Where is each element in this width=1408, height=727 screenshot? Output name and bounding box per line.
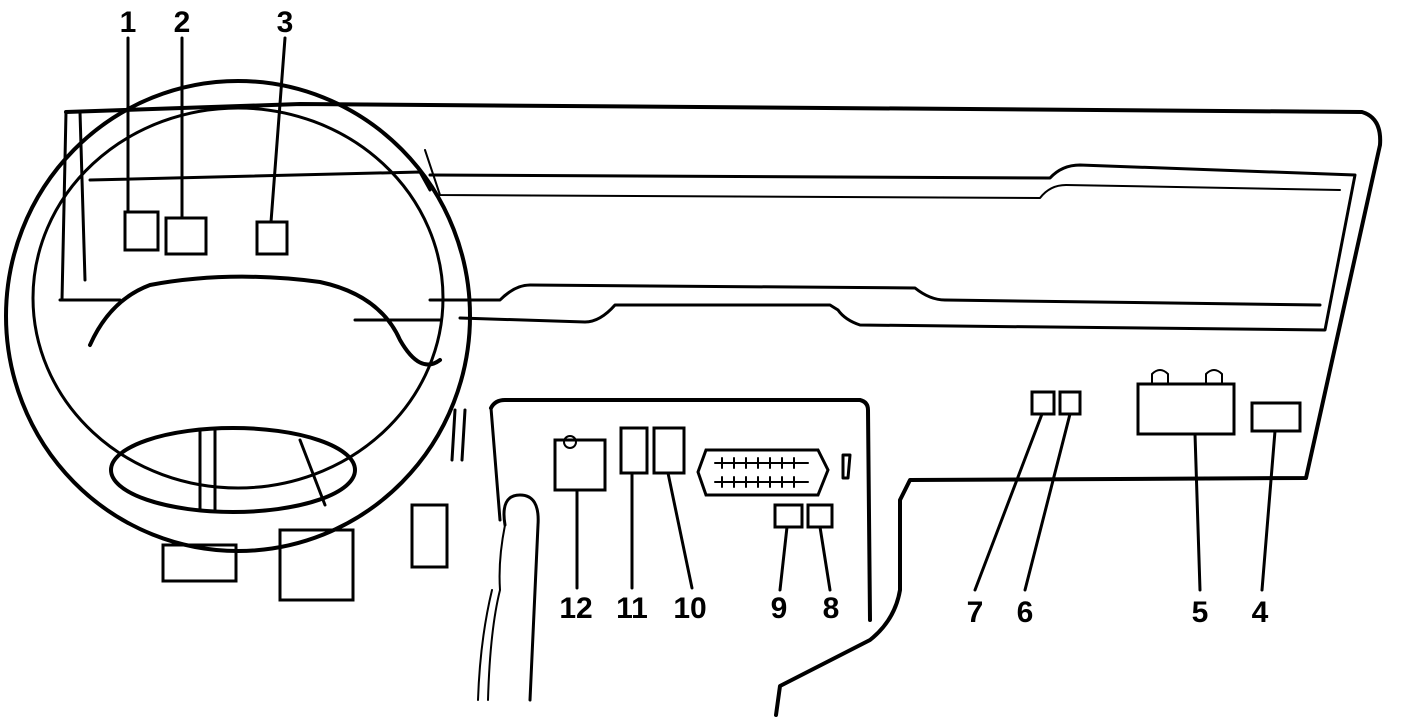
small-pin: [841, 453, 852, 480]
component-2: [164, 216, 208, 256]
leader-lines: [126, 36, 1277, 592]
callout-8: 8: [823, 592, 840, 625]
callout-2: 2: [174, 6, 191, 39]
component-5: [1136, 382, 1236, 436]
lower-left-panel-b: [278, 528, 355, 602]
component-10: [652, 426, 686, 475]
callout-3: 3: [277, 6, 294, 39]
callout-9: 9: [771, 592, 788, 625]
callout-labels: 1 2 3 4 5 6 7 8 9 10 11 12: [120, 6, 1269, 629]
lower-side-panel: [410, 503, 449, 569]
dashboard-outline: [60, 102, 1383, 717]
component-1: [123, 210, 160, 252]
component-9: [773, 503, 804, 529]
callout-12: 12: [559, 592, 592, 625]
callout-1: 1: [120, 6, 137, 39]
component-11: [619, 426, 649, 475]
component-7: [1030, 390, 1056, 416]
components: [123, 210, 1302, 529]
component-8: [806, 503, 834, 529]
component-4: [1250, 401, 1302, 433]
multi-pin-connector: [696, 448, 830, 497]
component-6: [1058, 390, 1082, 416]
callout-7: 7: [967, 596, 984, 629]
callout-11: 11: [616, 592, 648, 625]
steering-wheel: [4, 79, 472, 553]
connector-pins: [714, 457, 809, 488]
callout-5: 5: [1192, 596, 1209, 629]
component-12: [553, 438, 607, 492]
callout-10: 10: [673, 592, 706, 625]
callout-4: 4: [1252, 596, 1269, 629]
callout-6: 6: [1017, 596, 1034, 629]
component-3: [255, 220, 289, 256]
